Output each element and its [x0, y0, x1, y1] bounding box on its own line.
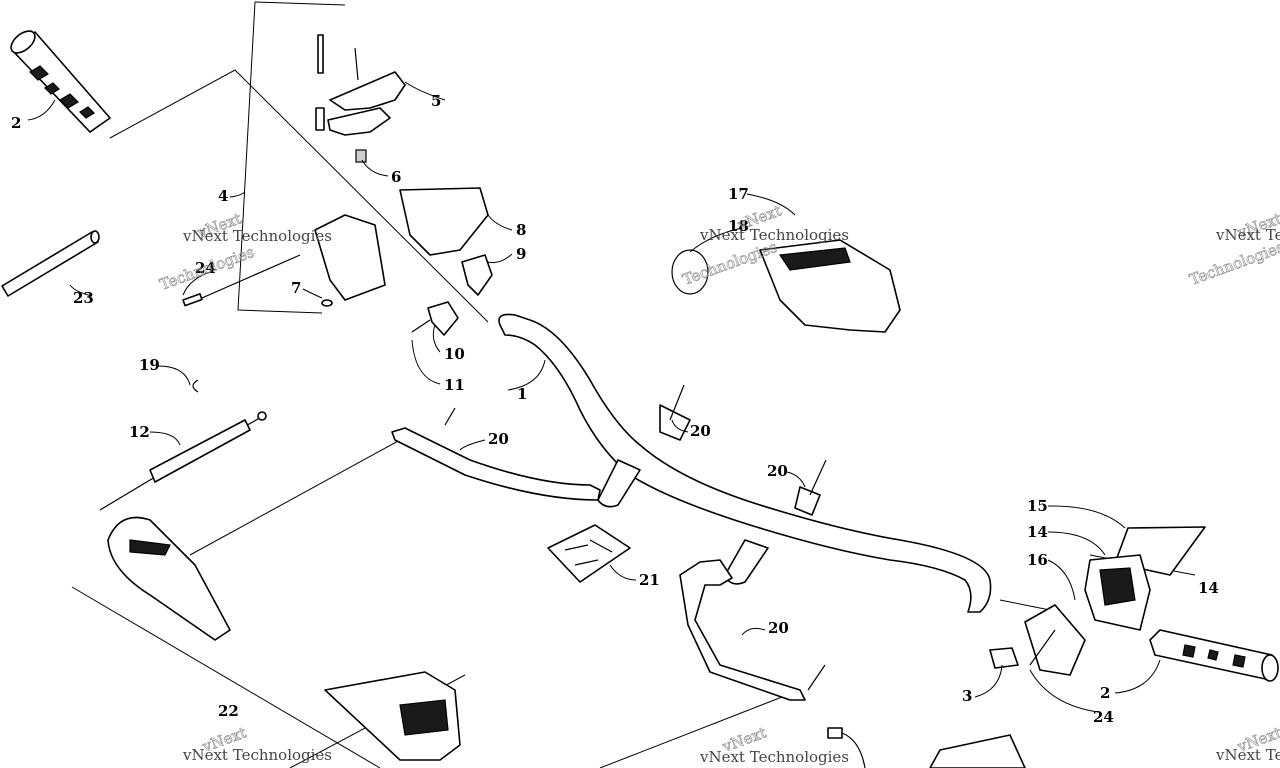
grip-right	[1149, 629, 1279, 682]
callout-20: 20	[768, 619, 789, 637]
grip-left	[10, 30, 111, 133]
callout-20: 20	[767, 462, 788, 480]
switch-housing	[989, 526, 1206, 676]
callout-labels: 1 2 2 3 4 5 6 7 8 9 10 11 12 14 14 15 16…	[11, 92, 1219, 726]
watermark-mark: Technologies	[1187, 238, 1280, 289]
callout-24: 24	[1093, 708, 1114, 726]
callout-leaders	[27, 81, 1161, 713]
bar-pad	[1, 230, 100, 297]
callout-14: 14	[1027, 523, 1048, 541]
throttle-cable	[99, 379, 267, 511]
watermark-text: vNext Technologies	[1215, 226, 1280, 244]
callout-2: 2	[1100, 684, 1110, 702]
callout-11: 11	[444, 376, 465, 394]
callout-15: 15	[1027, 497, 1048, 515]
callout-14: 14	[1198, 579, 1219, 597]
callout-21: 21	[639, 571, 660, 589]
callout-6: 6	[391, 168, 401, 186]
callout-3: 3	[962, 687, 972, 705]
callout-12: 12	[129, 423, 150, 441]
mount-brackets	[391, 384, 827, 701]
callout-4: 4	[218, 187, 228, 205]
callout-20: 20	[488, 430, 509, 448]
callout-9: 9	[516, 245, 526, 263]
watermark-text: vNext Technologies	[182, 227, 332, 245]
callout-22: 22	[218, 702, 239, 720]
hardware-kit	[547, 524, 631, 583]
throttle-assembly	[182, 34, 493, 336]
callout-17: 17	[728, 185, 749, 203]
callout-23: 23	[73, 289, 94, 307]
watermark-text: vNext Technologies	[182, 746, 332, 764]
watermark-text: vNext Technologies	[699, 748, 849, 766]
callout-1: 1	[517, 385, 527, 403]
callout-7: 7	[291, 279, 301, 297]
callout-19: 19	[139, 356, 160, 374]
handlebar	[498, 313, 992, 613]
hand-guard-lower-left	[107, 516, 231, 641]
watermark-group: vNext vNext Technologies Technologies vN…	[157, 201, 1280, 766]
assembly-lines	[71, 1, 1196, 768]
callout-10: 10	[444, 345, 465, 363]
watermark-mark: Technologies	[157, 243, 256, 294]
callout-5: 5	[431, 92, 441, 110]
callout-24: 24	[195, 259, 216, 277]
callout-16: 16	[1027, 551, 1048, 569]
callout-2: 2	[11, 114, 21, 132]
watermark-text: vNext Technologies	[699, 226, 849, 244]
watermark-text: vNext Technologies	[1215, 746, 1280, 764]
bottom-partial-parts	[827, 727, 1026, 768]
hand-guard-lower-right	[324, 671, 461, 761]
hand-guard-right	[671, 239, 901, 333]
callout-20: 20	[690, 422, 711, 440]
callout-8: 8	[516, 221, 526, 239]
